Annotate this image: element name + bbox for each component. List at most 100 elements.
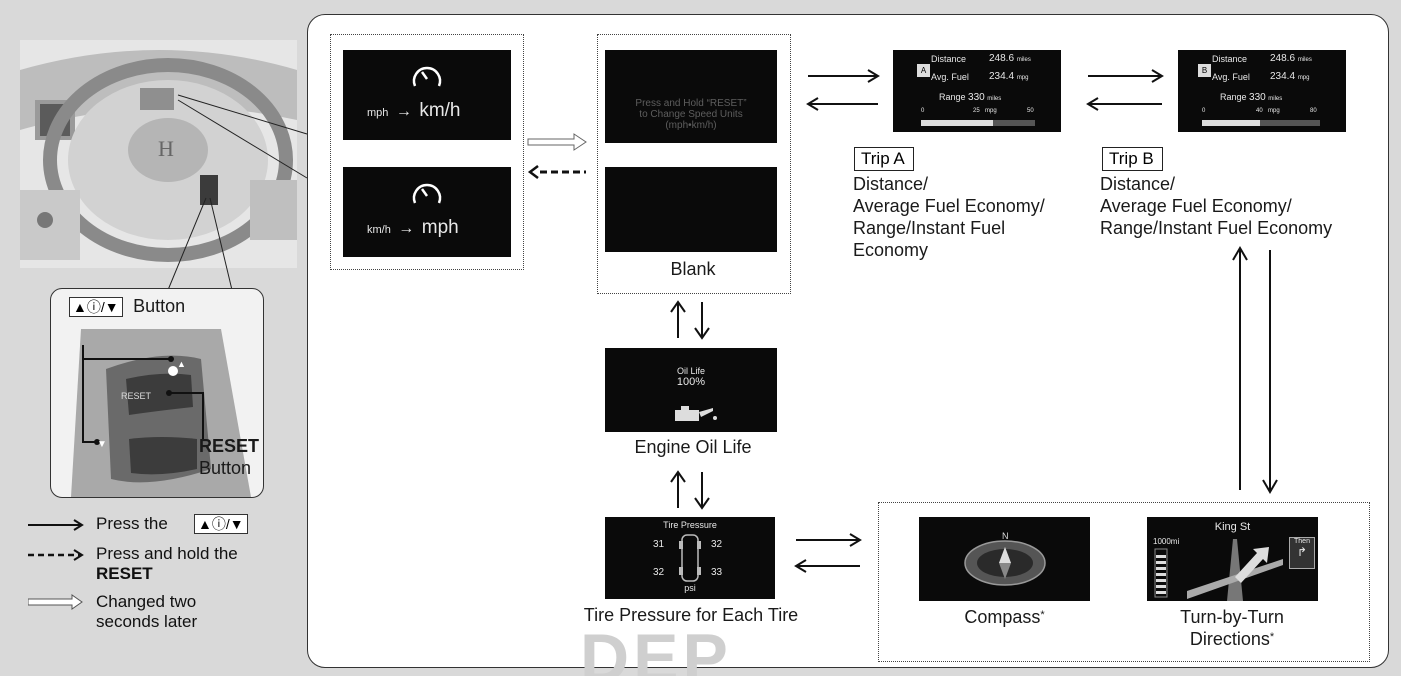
trip-a-fuel-unit: mpg xyxy=(1016,75,1029,81)
blank-screen xyxy=(605,167,777,252)
units-from-mph: mph xyxy=(367,107,389,119)
tire-fl: 31 xyxy=(653,539,665,550)
then-turn-icon: ↱ xyxy=(1296,545,1308,559)
turn-by-turn-label: Turn-by-Turn Directions* xyxy=(1132,606,1332,650)
trip-b-screen: B Distance 248.6 miles Avg. Fuel 234.4 m… xyxy=(1178,50,1346,132)
reset-caption-word: Button xyxy=(199,458,252,478)
tire-pressure-label: Tire Pressure for Each Tire xyxy=(583,605,799,625)
trip-b-fuel-unit: mpg xyxy=(1297,75,1310,81)
tripb-nav-arrows xyxy=(1232,246,1278,494)
trip-b-fuel-label: Avg. Fuel xyxy=(1212,72,1250,82)
trip-b-badge: B xyxy=(1198,64,1211,77)
trip-b-desc-3: Range/Instant Fuel Economy xyxy=(1100,218,1333,238)
tire-fr: 32 xyxy=(711,539,723,550)
tire-compass-arrows xyxy=(794,533,862,573)
engine-oil-life-label: Engine Oil Life xyxy=(634,437,752,457)
oil-life-screen: Oil Life 100% xyxy=(605,348,777,432)
legend-open-line2: seconds later xyxy=(96,612,198,631)
legend-dashed-bold: RESET xyxy=(96,564,153,583)
tripa-tripb-arrows xyxy=(1086,69,1164,111)
trip-b-tag: Trip B xyxy=(1102,147,1163,171)
watermark-text: DEP xyxy=(580,624,732,676)
change-units-line1: Press and Hold “RESET” xyxy=(635,98,747,109)
then-box: Then ↱ xyxy=(1289,537,1315,569)
compass-asterisk: * xyxy=(1040,609,1045,621)
trip-b-scale-mid: 40 xyxy=(1256,108,1263,114)
trip-a-scale-0: 0 xyxy=(921,108,925,114)
trip-b-range-unit: miles xyxy=(1268,96,1283,102)
trip-b-distance-unit: miles xyxy=(1297,57,1312,63)
dashed-arrow-icon xyxy=(28,549,84,561)
trip-a-fuel-gauge xyxy=(921,120,1035,126)
photo-leader-lines xyxy=(167,94,308,291)
trip-a-range-value: 330 xyxy=(968,92,985,103)
compass-icon: N xyxy=(964,531,1046,586)
button-glyph: ▲ⓘ/▼ xyxy=(69,297,123,317)
trip-b-scale-0: 0 xyxy=(1202,108,1206,114)
trip-b-scale-unit: mpg xyxy=(1268,108,1280,114)
units-from-kmh: km/h xyxy=(367,224,391,236)
trip-a-desc-1: Distance/ xyxy=(853,174,929,194)
trip-b-fuel-gauge xyxy=(1202,120,1320,126)
updown-arrows-1 xyxy=(670,300,710,340)
button-detail-box: RESET ▼ ▲ ▲ⓘ/▼ Button RESET Button xyxy=(50,288,264,498)
oil-life-percent: 100% xyxy=(676,376,706,388)
legend-open: Changed two seconds later xyxy=(28,590,298,638)
legend-solid: Press the ▲ⓘ/▼ xyxy=(28,512,298,538)
turn-street: King St xyxy=(1214,521,1251,533)
change-units-line2: to Change Speed Units xyxy=(639,109,743,120)
svg-text:RESET: RESET xyxy=(121,391,152,401)
trip-a-desc-4: Economy xyxy=(853,240,929,260)
compass-label: Compass xyxy=(964,607,1041,627)
trip-b-scale-max: 80 xyxy=(1310,108,1317,114)
tire-rl: 32 xyxy=(653,567,665,578)
svg-text:H: H xyxy=(158,136,174,161)
trip-a-range-label: Range xyxy=(939,92,966,102)
trip-a-fuel-value: 234.4 xyxy=(989,71,1015,82)
speedometer-icon xyxy=(412,66,442,87)
units-to-kmh: km/h xyxy=(419,100,461,121)
legend-solid-text: Press the xyxy=(96,514,168,533)
oil-life-title: Oil Life xyxy=(676,366,705,376)
turn-then: Then xyxy=(1294,538,1310,545)
turn-distance: 1000mi xyxy=(1153,537,1180,546)
open-arrow-icon xyxy=(28,594,83,610)
legend-dashed: Press and hold the RESET xyxy=(28,542,298,590)
turn-label-2: Directions xyxy=(1189,629,1270,649)
speedometer-icon xyxy=(412,183,442,204)
svg-text:▲: ▲ xyxy=(177,359,186,369)
blank-label: Blank xyxy=(670,259,716,279)
trip-a-distance-unit: miles xyxy=(1016,57,1031,63)
reset-button-caption: RESET Button xyxy=(199,435,261,479)
turn-road-icon xyxy=(1187,539,1283,601)
tire-rr: 33 xyxy=(711,567,723,578)
compass-label-wrap: Compass* xyxy=(919,606,1090,628)
updown-arrows-2 xyxy=(670,470,710,510)
trip-b-desc-1: Distance/ xyxy=(1100,174,1176,194)
trip-a-tag: Trip A xyxy=(854,147,914,171)
trip-a-distance-value: 248.6 xyxy=(989,53,1015,64)
trip-b-distance-label: Distance xyxy=(1212,54,1248,64)
trip-a-desc: Distance/ Average Fuel Economy/ Range/In… xyxy=(853,173,1093,261)
legend-solid-glyph: ▲ⓘ/▼ xyxy=(194,514,248,534)
reset-caption-bold: RESET xyxy=(199,436,260,456)
trip-b-desc: Distance/ Average Fuel Economy/ Range/In… xyxy=(1100,173,1386,239)
units-arrow-1: → xyxy=(395,103,412,120)
units-arrow-2: → xyxy=(398,220,415,237)
trip-b-distance-value: 248.6 xyxy=(1270,53,1296,64)
turn-by-turn-screen: King St 1000mi Then ↱ xyxy=(1147,517,1318,601)
tire-pressure-screen: Tire Pressure 31 32 32 33 psi xyxy=(605,517,775,599)
mph-to-kmh-screen: mph → km/h xyxy=(343,50,511,140)
trip-b-desc-2: Average Fuel Economy/ xyxy=(1100,196,1292,216)
trip-a-screen: A Distance 248.6 miles Avg. Fuel 234.4 m… xyxy=(893,50,1061,132)
group-arrows xyxy=(527,133,587,179)
trip-a-scale-unit: mpg xyxy=(985,108,997,114)
trip-a-scale-mid: 25 xyxy=(973,108,980,114)
trip-b-fuel-value: 234.4 xyxy=(1270,71,1296,82)
compass-north: N xyxy=(1002,531,1009,541)
tire-unit: psi xyxy=(684,583,696,593)
trip-a-scale-max: 50 xyxy=(1027,108,1034,114)
button-caption: ▲ⓘ/▼ Button xyxy=(69,295,185,317)
button-word: Button xyxy=(133,296,186,316)
legend-dashed-text: Press and hold the xyxy=(96,544,238,563)
